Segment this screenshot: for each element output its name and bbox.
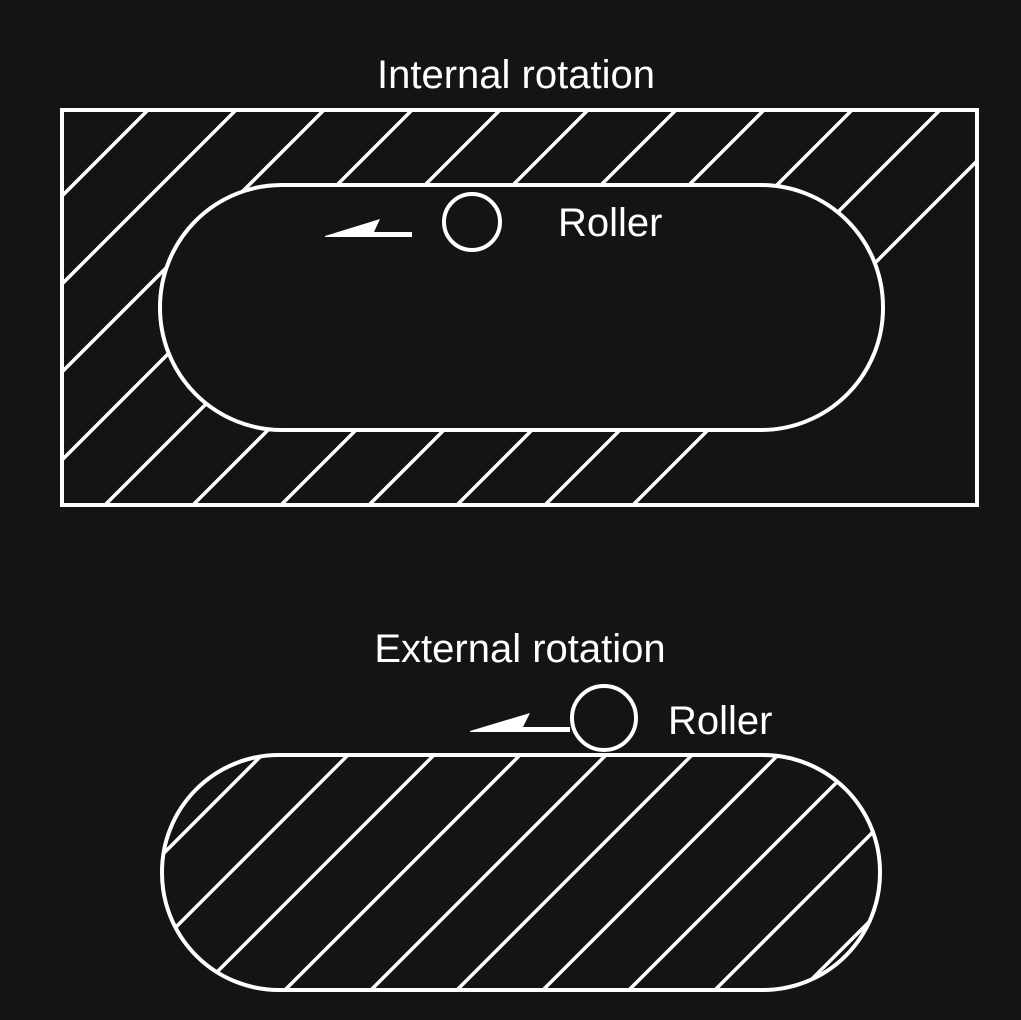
hatch-line	[631, 110, 977, 505]
hatch-line	[279, 110, 678, 505]
hatch-line	[162, 755, 350, 990]
hatch-line	[62, 110, 150, 505]
internal-roller-label: Roller	[558, 201, 662, 245]
external-direction-arrow-icon	[470, 713, 570, 732]
hatch-line	[455, 110, 854, 505]
hatch-line	[627, 755, 866, 990]
external-roller	[570, 684, 638, 752]
internal-rotation-title: Internal rotation	[377, 53, 655, 97]
hatch-line	[197, 755, 436, 990]
hatch-line	[367, 110, 766, 505]
hatch-line	[62, 110, 326, 505]
external-cam	[160, 753, 882, 992]
hatch-line	[455, 755, 694, 990]
internal-raceway	[158, 183, 885, 432]
internal-roller	[442, 192, 502, 252]
hatch-line	[799, 755, 880, 990]
external-roller-label: Roller	[668, 699, 772, 743]
outer-housing	[60, 108, 979, 507]
hatch-line	[62, 110, 238, 505]
hatch-line	[103, 110, 502, 505]
hatch-line	[283, 755, 522, 990]
external-hatching	[162, 755, 880, 990]
hatch-line	[543, 110, 942, 505]
hatch-line	[191, 110, 590, 505]
internal-hatching	[62, 110, 977, 505]
external-rotation-title: External rotation	[374, 627, 665, 671]
hatch-line	[541, 755, 780, 990]
hatch-line	[369, 755, 608, 990]
hatch-line	[162, 755, 264, 990]
hatch-line	[62, 110, 414, 505]
hatch-line	[713, 755, 880, 990]
internal-direction-arrow-icon	[325, 219, 412, 237]
